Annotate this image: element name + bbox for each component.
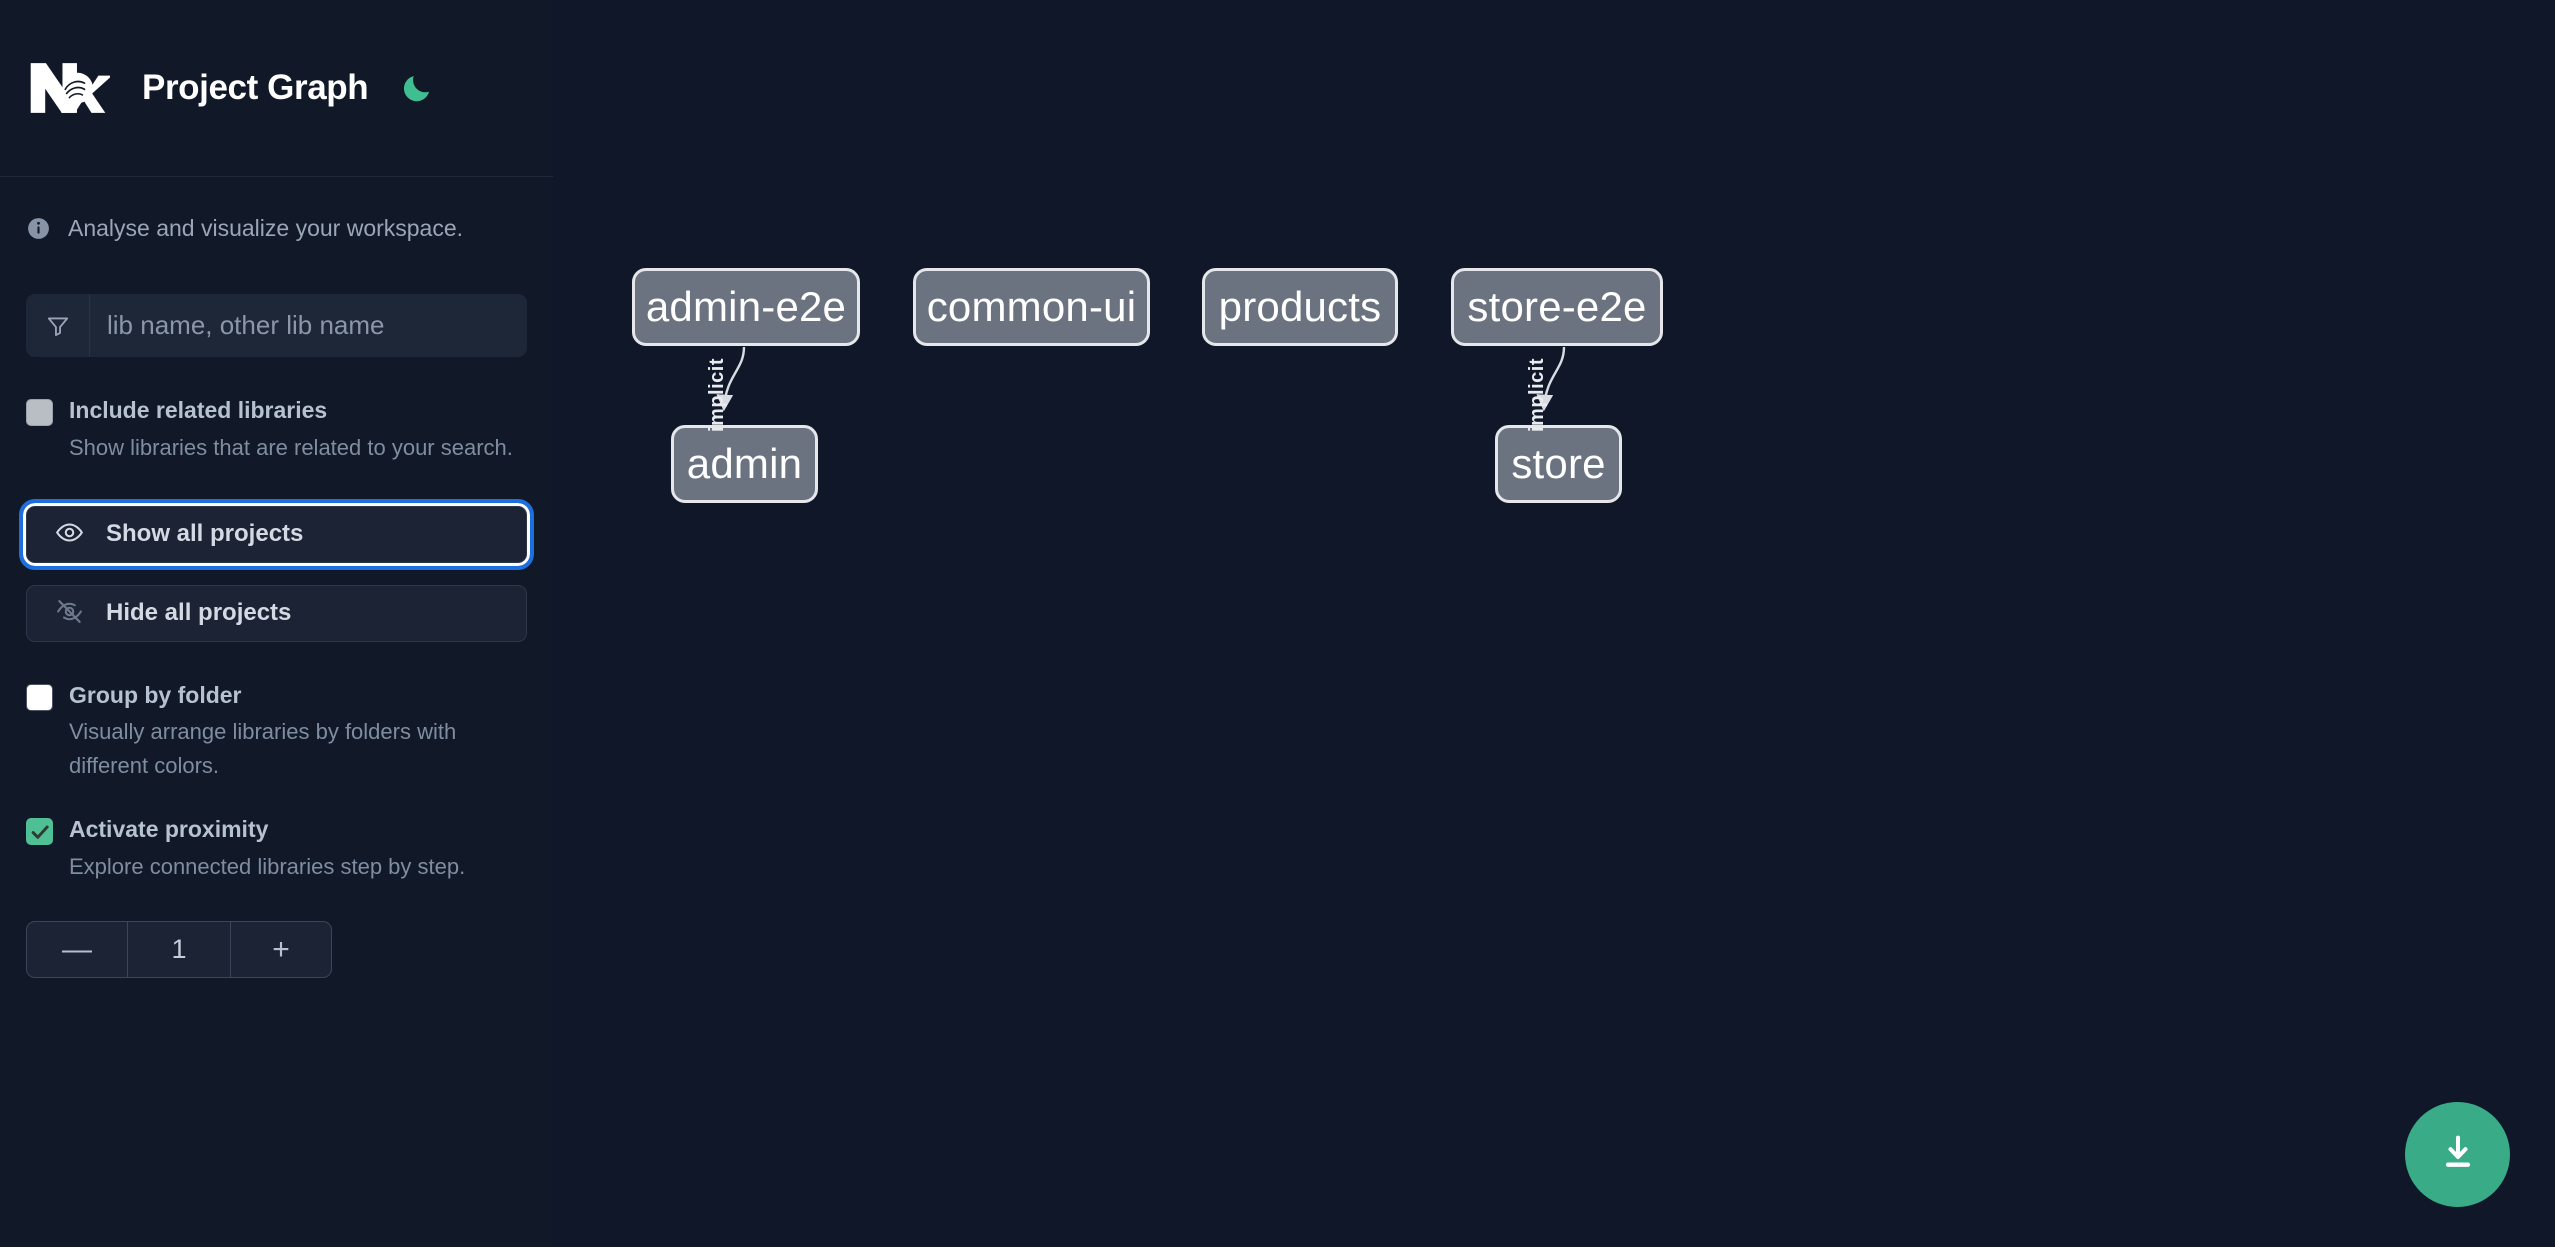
checkbox-group-by-folder[interactable] (26, 683, 53, 711)
graph-canvas[interactable]: admin-e2e common-ui products store-e2e a… (572, 0, 2555, 1247)
edge-store-e2e-store (1536, 346, 1566, 412)
proximity-increment-button[interactable]: + (231, 922, 331, 977)
proximity-stepper: — 1 + (26, 921, 332, 979)
page-title: Project Graph (142, 68, 369, 107)
eye-off-icon (55, 597, 84, 629)
checkbox-activate-proximity[interactable] (26, 818, 53, 846)
eye-icon (55, 518, 84, 550)
proximity-decrement-button[interactable]: — (27, 922, 127, 977)
graph-node-admin-e2e[interactable]: admin-e2e (632, 268, 860, 346)
option-group-by-folder[interactable]: Group by folder Visually arrange librari… (0, 678, 553, 782)
option-description: Explore connected libraries step by step… (69, 853, 466, 879)
filter-funnel-icon (26, 294, 90, 357)
graph-node-products[interactable]: products (1202, 268, 1398, 346)
edge-label-implicit: implicit (1526, 358, 1548, 433)
show-all-projects-label: Show all projects (106, 520, 304, 548)
tagline-text: Analyse and visualize your workspace. (68, 215, 464, 241)
search-box[interactable] (26, 294, 527, 357)
option-activate-proximity[interactable]: Activate proximity Explore connected lib… (0, 812, 553, 883)
tagline-row: Analyse and visualize your workspace. (0, 177, 553, 242)
graph-node-common-ui[interactable]: common-ui (913, 268, 1150, 346)
option-include-related-libraries[interactable]: Include related libraries Show libraries… (0, 393, 553, 464)
option-label: Group by folder (69, 681, 242, 708)
edge-label-implicit: implicit (706, 358, 728, 433)
option-description: Show libraries that are related to your … (69, 434, 513, 460)
hide-all-projects-button[interactable]: Hide all projects (26, 584, 527, 642)
proximity-value: 1 (127, 922, 231, 978)
nx-logo-icon (26, 59, 113, 117)
hide-all-projects-label: Hide all projects (106, 599, 292, 627)
graph-node-store[interactable]: store (1495, 425, 1622, 503)
edge-admin-e2e-admin (716, 346, 746, 412)
sidebar: Project Graph Analyse and visualize your… (0, 0, 553, 1247)
info-icon (26, 216, 51, 241)
option-label: Include related libraries (69, 397, 328, 423)
show-all-projects-button[interactable]: Show all projects (19, 498, 534, 570)
search-input[interactable] (90, 294, 527, 357)
project-visibility-buttons: Show all projects Hide all projects (0, 498, 553, 642)
checkbox-include-related-libraries[interactable] (26, 399, 53, 426)
graph-node-admin[interactable]: admin (671, 425, 818, 503)
graph-node-store-e2e[interactable]: store-e2e (1451, 268, 1663, 346)
moon-icon[interactable] (398, 69, 436, 107)
download-icon (2436, 1131, 2480, 1178)
download-graph-button[interactable] (2405, 1102, 2510, 1207)
proximity-stepper-wrap: — 1 + (0, 921, 553, 979)
option-description: Visually arrange libraries by folders wi… (69, 719, 457, 778)
graph-edges (716, 346, 1566, 412)
option-label: Activate proximity (69, 816, 269, 843)
sidebar-header: Project Graph (0, 0, 553, 177)
